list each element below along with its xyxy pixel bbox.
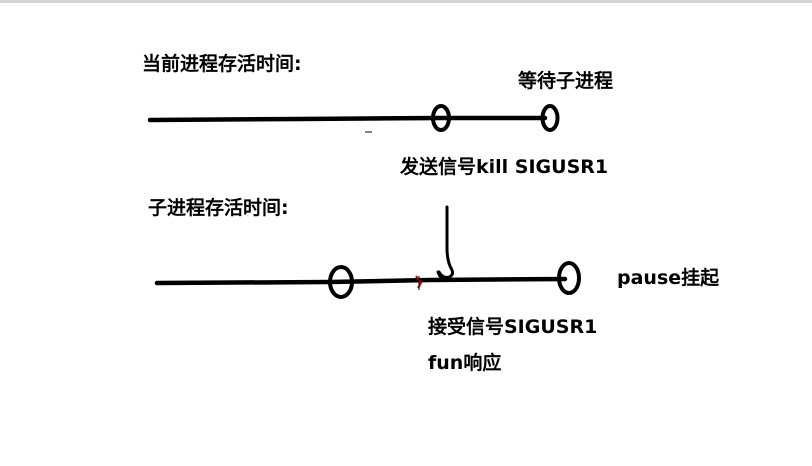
fun-response-label: fun响应 <box>428 352 502 374</box>
parent-timeline-line <box>147 115 548 123</box>
parent-timeline <box>147 104 560 133</box>
send-signal-marker <box>431 104 451 132</box>
wait-child-marker <box>540 104 560 132</box>
pause-label: pause挂起 <box>617 267 720 289</box>
window-top-border <box>0 0 812 3</box>
signal-arrow-line <box>437 205 455 279</box>
child-timeline <box>154 261 581 299</box>
parent-timeline-title: 当前进程存活时间: <box>142 53 302 75</box>
receive-signal-label: 接受信号SIGUSR1 <box>428 316 598 338</box>
wait-child-label: 等待子进程 <box>518 70 614 92</box>
child-start-marker <box>328 265 354 299</box>
signal-arrow <box>436 205 455 282</box>
child-timeline-title: 子进程存活时间: <box>148 197 289 219</box>
child-timeline-line <box>154 276 568 286</box>
send-signal-label: 发送信号kill SIGUSR1 <box>400 156 609 178</box>
pause-marker <box>557 261 581 295</box>
